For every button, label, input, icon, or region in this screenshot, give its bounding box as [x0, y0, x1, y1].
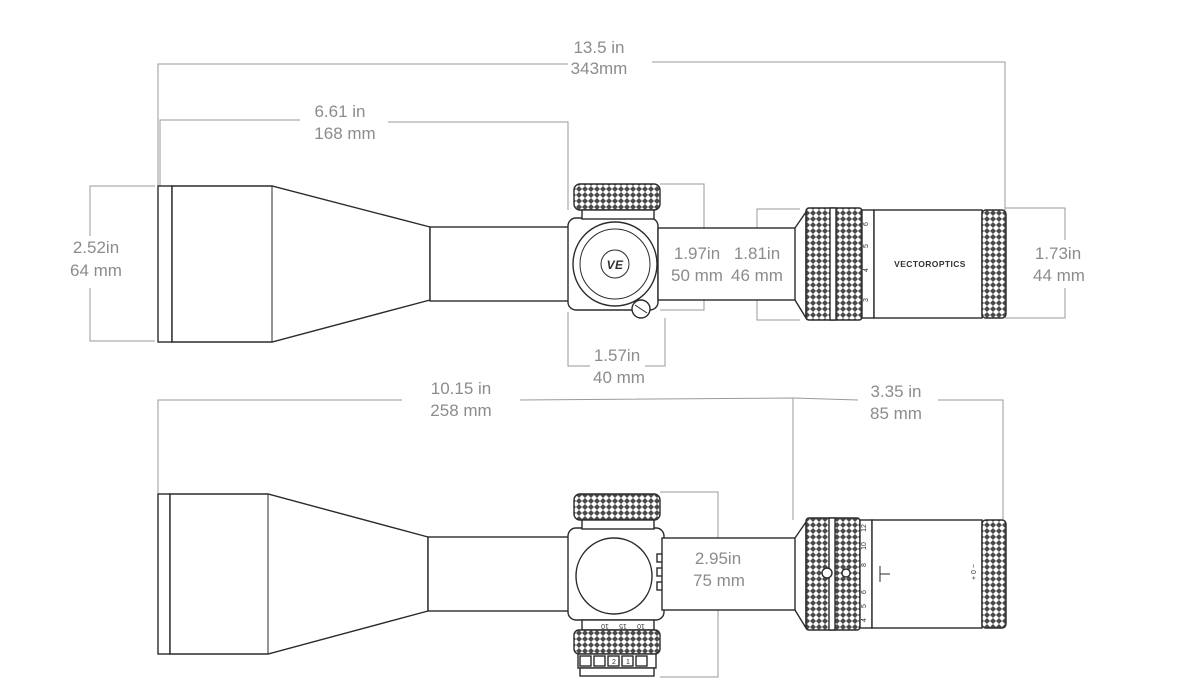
- turret-width-mm: 40 mm: [593, 368, 645, 387]
- turret-span-in: 2.95in: [695, 549, 741, 568]
- bottom-dimension-labels: 10.15 in 258 mm 3.35 in 85 mm 2.95in 75 …: [430, 379, 922, 590]
- mag-scale-12: 12: [861, 524, 868, 532]
- illumination-button-1: [579, 655, 592, 667]
- turret-height-in: 1.97in: [674, 244, 720, 263]
- ocular-focus-ring-bottom: [981, 519, 1007, 629]
- turret-mark-10b: 10: [637, 622, 645, 629]
- turret-mark-10a: 10: [601, 622, 609, 629]
- illumination-button-4: [621, 655, 634, 667]
- turret-span-mm: 75 mm: [693, 571, 745, 590]
- mag-scale-3: 3: [863, 298, 870, 302]
- eyepiece-diameter-in: 1.73in: [1035, 244, 1081, 263]
- turret-ring-bottom: [575, 537, 653, 615]
- brand-logo: VECTOROPTICS: [894, 259, 966, 269]
- turret-mark-15: 15: [619, 622, 627, 629]
- eye-relief-in: 3.35 in: [870, 382, 921, 401]
- windage-turret-bottom: [573, 629, 661, 655]
- logo-mark: VE: [607, 258, 624, 272]
- mag-ring-dot: [841, 568, 851, 578]
- main-tube-bottom: [427, 536, 571, 612]
- mag-scale-5-bottom: 5: [861, 604, 868, 608]
- mag-scale-6-bottom: 6: [861, 590, 868, 594]
- overall-length-in: 13.5 in: [573, 38, 624, 57]
- button-mark-1: 1: [626, 659, 630, 666]
- mag-scale-5: 5: [863, 244, 870, 248]
- mag-ring-flare: [794, 209, 807, 321]
- turret-width-in: 1.57in: [594, 346, 640, 365]
- bottom-dimension-lines: [157, 397, 1004, 678]
- turret-height-mm: 50 mm: [671, 266, 723, 285]
- illumination-button-5: [635, 655, 648, 667]
- top-view: VE 6 5 4 3 VECTOROPTICS 13.5 in 343mm: [70, 38, 1085, 387]
- objective-to-ring-in: 10.15 in: [431, 379, 492, 398]
- top-dimension-lines: [89, 61, 1066, 367]
- eyepiece-body-bottom: [871, 519, 983, 629]
- objective-diameter-mm: 64 mm: [70, 261, 122, 280]
- objective-cap-bottom: [157, 493, 171, 655]
- objective-bell: [171, 185, 431, 343]
- eyepiece-body: [873, 209, 983, 319]
- mag-scale-8: 8: [861, 563, 868, 567]
- objective-to-turret-in: 6.61 in: [314, 102, 365, 121]
- button-mark-2: 2: [612, 659, 616, 666]
- bottom-scope-body: 10 15 10 2 1 12 10 8 6: [157, 493, 1007, 677]
- mag-scale-4: 4: [863, 268, 870, 272]
- illumination-button-2: [593, 655, 606, 667]
- top-dimension-labels: 13.5 in 343mm 6.61 in 168 mm 2.52in 64 m…: [70, 38, 1085, 387]
- main-tube: [429, 226, 571, 302]
- bottom-view: 10 15 10 2 1 12 10 8 6: [157, 379, 1007, 678]
- overall-length-mm: 343mm: [571, 59, 628, 78]
- diopter-marks: + 0 −: [971, 564, 978, 580]
- objective-bell-bottom: [169, 493, 429, 655]
- top-scope-body: VE 6 5 4 3 VECTOROPTICS: [157, 183, 1007, 343]
- mag-scale-6: 6: [863, 222, 870, 226]
- objective-to-turret-mm: 168 mm: [314, 124, 375, 143]
- objective-diameter-in: 2.52in: [73, 238, 119, 257]
- mag-scale-10: 10: [861, 542, 868, 550]
- elevation-turret-knurl: [573, 183, 661, 211]
- elevation-turret-bottom: [573, 493, 661, 521]
- objective-cap: [157, 185, 173, 343]
- windage-turret: [572, 221, 658, 307]
- ocular-focus-ring: [981, 209, 1007, 319]
- mag-scale-4-bottom: 4: [861, 618, 868, 622]
- mag-ring-screw: [821, 567, 833, 579]
- eyepiece-diameter-mm: 44 mm: [1033, 266, 1085, 285]
- mag-ring-in: 1.81in: [734, 244, 780, 263]
- mag-ring-flare-bottom: [794, 519, 807, 631]
- objective-to-ring-mm: 258 mm: [430, 401, 491, 420]
- mag-scale-band-bottom: [859, 519, 873, 629]
- mag-ring-mm: 46 mm: [731, 266, 783, 285]
- eye-relief-mm: 85 mm: [870, 404, 922, 423]
- illumination-button-3: [607, 655, 620, 667]
